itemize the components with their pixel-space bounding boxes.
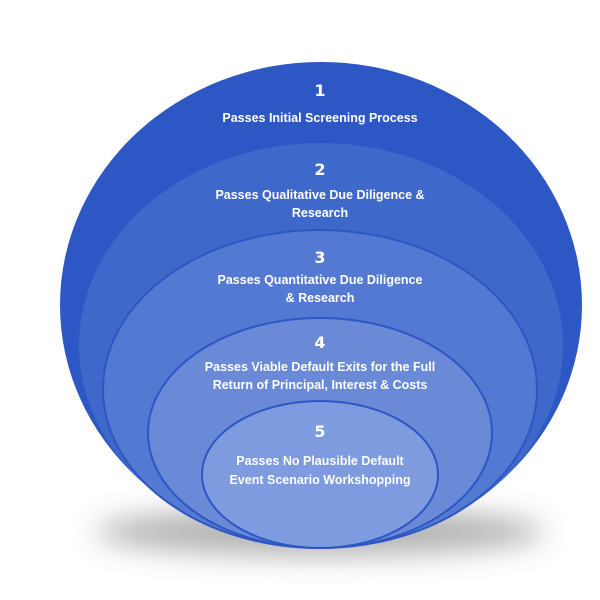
stage-3: 3 Passes Quantitative Due Diligence & Re…	[218, 248, 423, 305]
stage-1-number: 1	[314, 81, 325, 100]
stage-2-label-line-1: Passes Qualitative Due Diligence &	[215, 188, 424, 202]
stage-4-label-line-2: Return of Principal, Interest & Costs	[213, 378, 428, 392]
stage-2: 2 Passes Qualitative Due Diligence & Res…	[215, 160, 424, 220]
stage-4-number: 4	[314, 333, 325, 352]
stage-5-label-line-1: Passes No Plausible Default	[236, 454, 404, 468]
stage-1: 1 Passes Initial Screening Process	[222, 81, 417, 125]
stage-5-ellipse	[201, 400, 439, 549]
stage-labels: 1 Passes Initial Screening Process 2 Pas…	[205, 81, 435, 487]
stage-3-number: 3	[314, 248, 325, 267]
stage-1-label-line-1: Passes Initial Screening Process	[222, 111, 417, 125]
stage-4-label-line-1: Passes Viable Default Exits for the Full	[205, 360, 435, 374]
stage-ellipses	[60, 62, 582, 549]
stage-5-label-line-2: Event Scenario Workshopping	[229, 473, 410, 487]
stage-2-label-line-2: Research	[292, 206, 348, 220]
stage-5: 5 Passes No Plausible Default Event Scen…	[229, 422, 410, 487]
stage-3-label-line-1: Passes Quantitative Due Diligence	[218, 273, 423, 287]
stage-2-number: 2	[314, 160, 325, 179]
stage-4: 4 Passes Viable Default Exits for the Fu…	[205, 333, 435, 392]
stage-5-number: 5	[314, 422, 325, 441]
stage-3-label-line-2: & Research	[286, 291, 355, 305]
